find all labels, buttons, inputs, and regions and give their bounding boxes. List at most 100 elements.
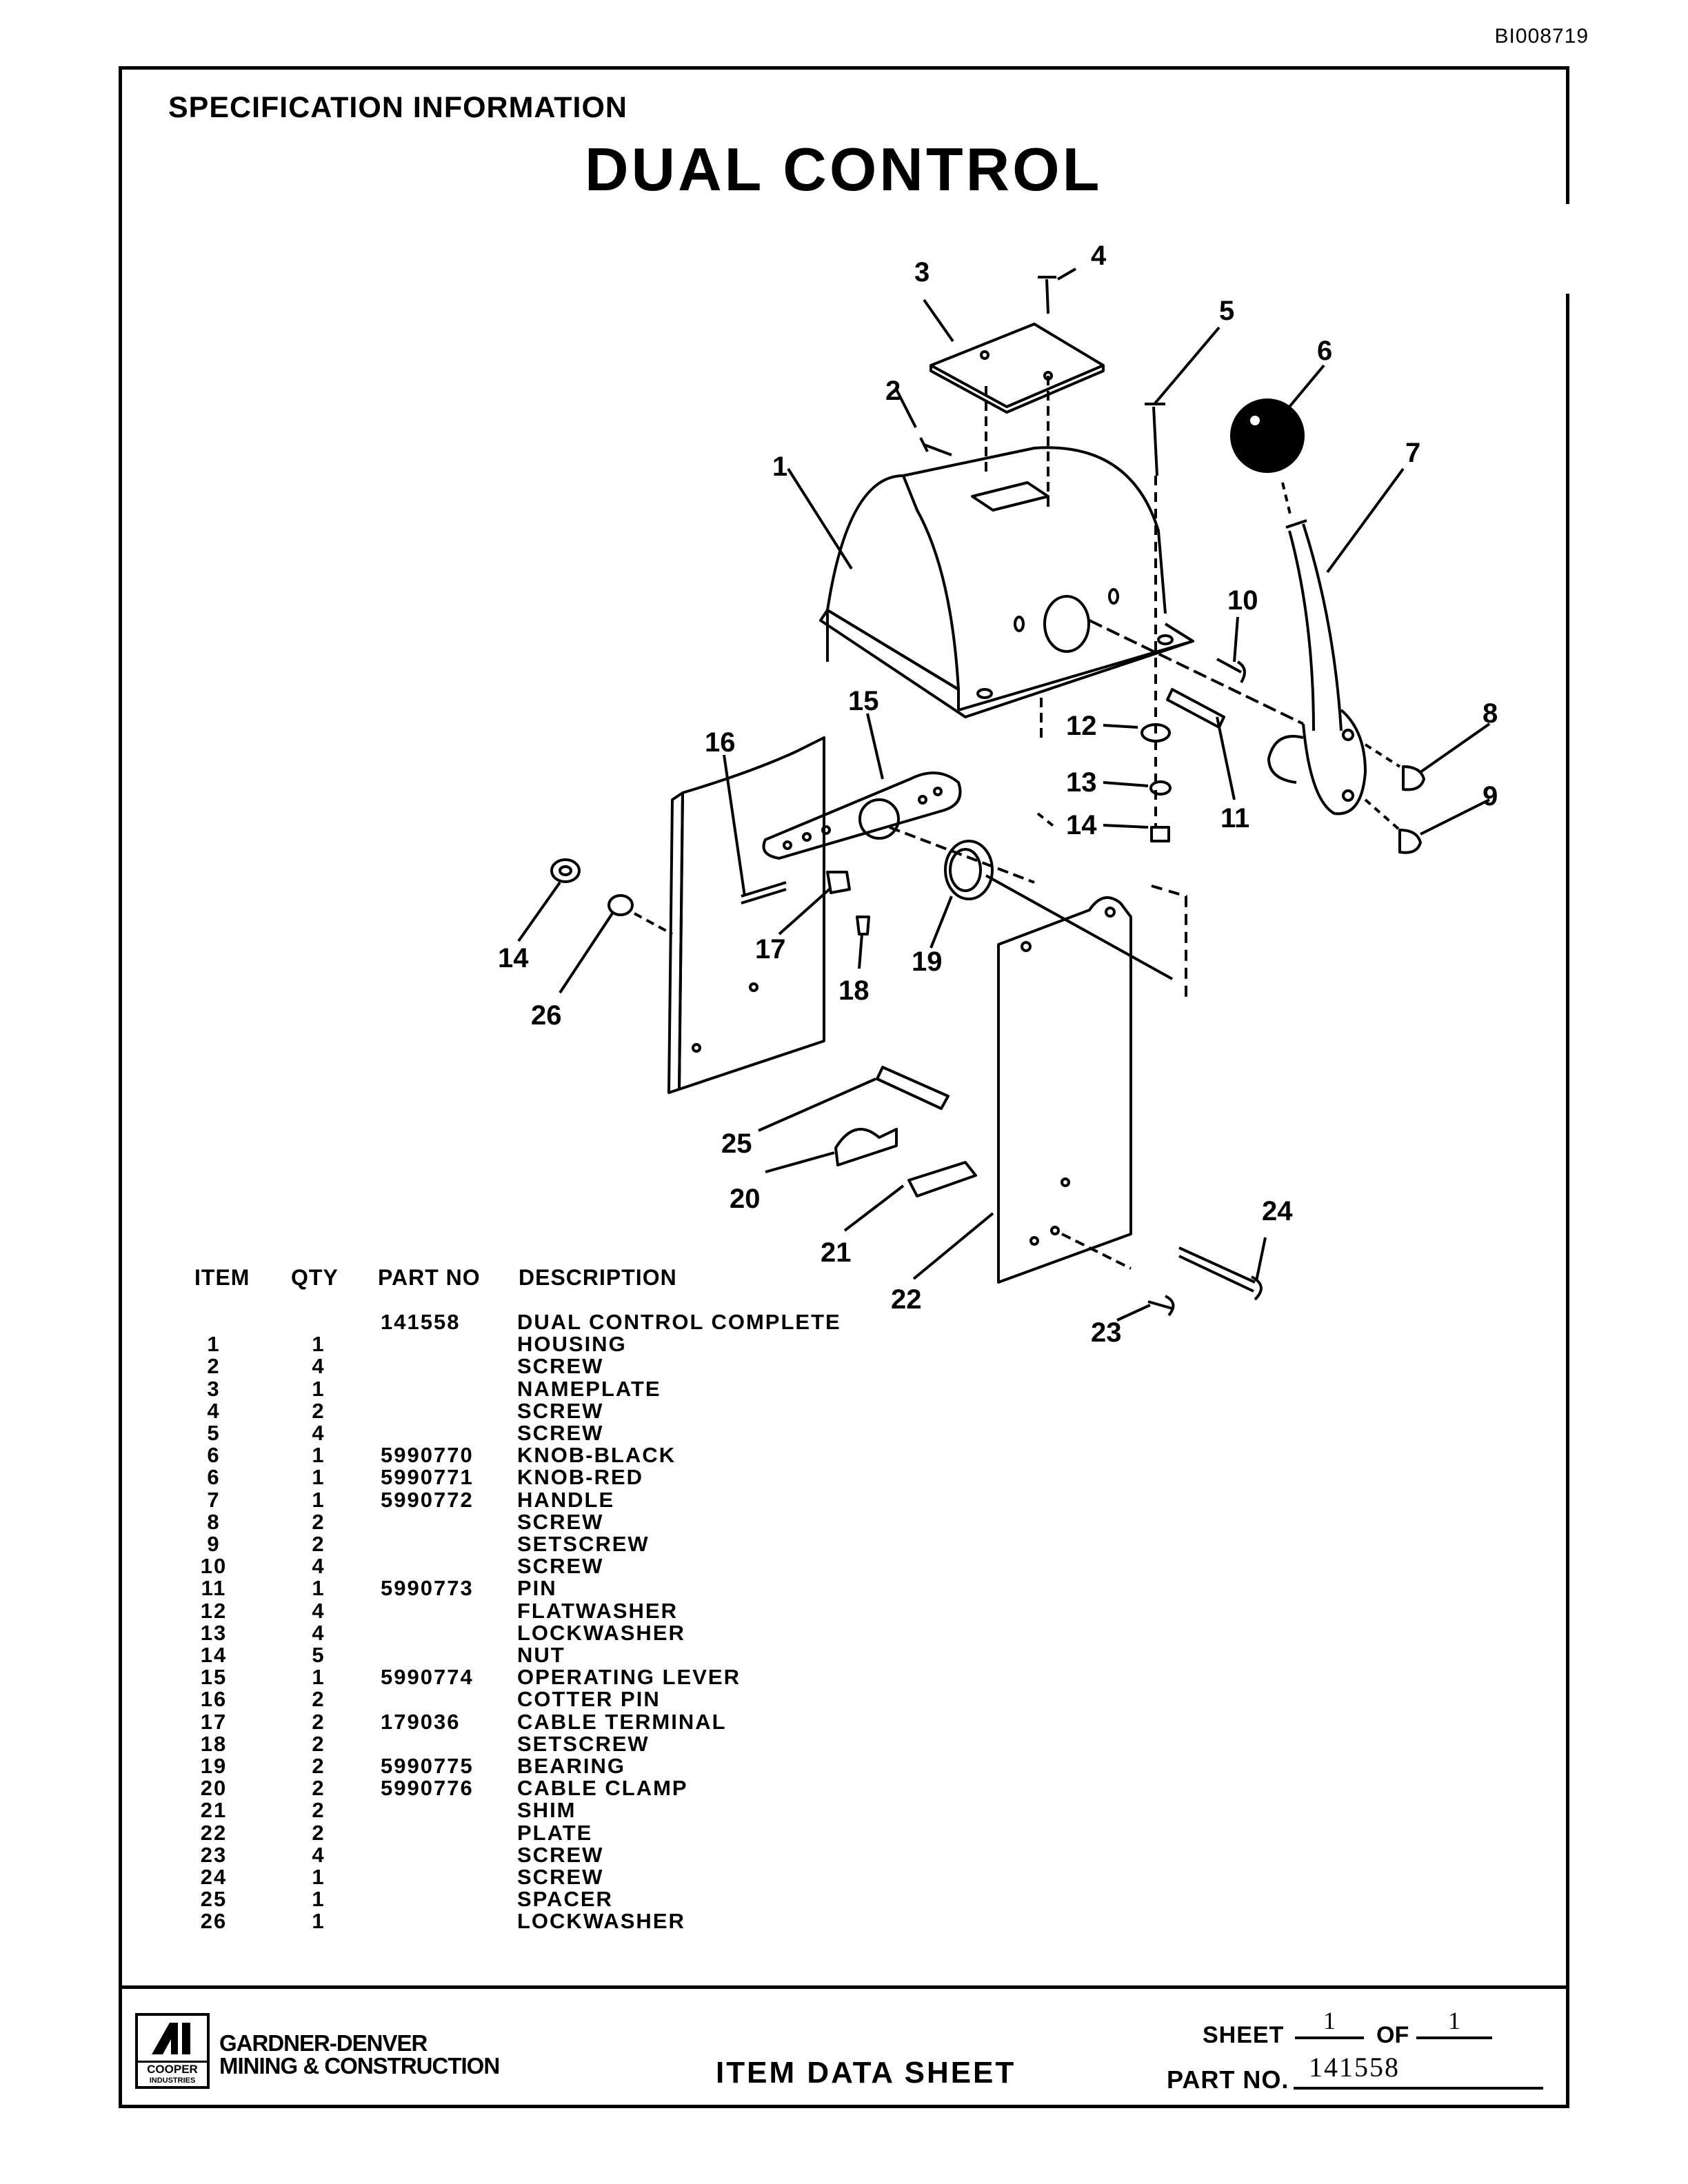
item-qty: 1	[312, 1377, 325, 1401]
item-number: 15	[200, 1665, 228, 1689]
callout-23: 23	[1091, 1317, 1122, 1348]
callout-26: 26	[531, 1000, 562, 1031]
item-part-no: 5990775	[381, 1754, 474, 1778]
item-description: SCREW	[517, 1554, 604, 1578]
page-frame	[119, 66, 1569, 2108]
item-part-no: 5990771	[381, 1465, 474, 1489]
part-no-label: PART NO.	[1167, 2065, 1289, 2094]
item-number: 19	[200, 1754, 228, 1778]
item-qty: 2	[312, 1510, 325, 1534]
item-description: OPERATING LEVER	[517, 1665, 741, 1689]
item-qty: 2	[312, 1687, 325, 1711]
item-number: 16	[200, 1687, 228, 1711]
section-heading: SPECIFICATION INFORMATION	[168, 91, 627, 124]
item-qty: 1	[312, 1576, 325, 1600]
item-number: 23	[200, 1843, 228, 1867]
item-description: SCREW	[517, 1421, 604, 1445]
callout-1: 1	[772, 452, 787, 482]
nameplate-part	[930, 323, 1105, 510]
item-description: KNOB-RED	[517, 1465, 644, 1489]
table-row: 3 1 NAMEPLATE	[0, 1378, 965, 1400]
item-number: 3	[207, 1377, 221, 1401]
col-header-qty: QTY	[291, 1265, 339, 1290]
item-description: NUT	[517, 1643, 565, 1667]
cooper-logo: COOPER INDUSTRIES	[135, 2013, 210, 2089]
callout-17: 17	[755, 934, 786, 964]
item-qty: 2	[312, 1532, 325, 1556]
item-qty: 2	[312, 1821, 325, 1845]
item-qty: 2	[312, 1710, 325, 1734]
item-number: 10	[200, 1554, 228, 1578]
item-qty: 4	[312, 1421, 325, 1445]
document-type: ITEM DATA SHEET	[716, 2056, 1016, 2090]
callout-18: 18	[838, 975, 870, 1006]
item-qty: 2	[312, 1399, 325, 1423]
item-part-no: 5990770	[381, 1443, 474, 1467]
callout-7: 7	[1405, 438, 1420, 468]
item-description: HANDLE	[517, 1488, 615, 1512]
callout-6: 6	[1317, 336, 1332, 366]
callout-13: 13	[1066, 767, 1097, 798]
company-division: MINING & CONSTRUCTION	[219, 2053, 500, 2079]
item-number: 2	[207, 1354, 221, 1378]
col-header-item: ITEM	[194, 1265, 250, 1290]
callout-22: 22	[891, 1284, 922, 1315]
table-row: 10 4 SCREW	[0, 1555, 965, 1577]
logo-mark	[138, 2016, 207, 2063]
assembly-part-no: 141558	[381, 1310, 461, 1334]
item-number: 12	[200, 1599, 228, 1623]
item-qty: 4	[312, 1599, 325, 1623]
item-description: SHIM	[517, 1798, 576, 1822]
item-qty: 1	[312, 1665, 325, 1689]
item-description: NAMEPLATE	[517, 1377, 661, 1401]
callout-4: 4	[1091, 241, 1107, 271]
item-description: LOCKWASHER	[517, 1909, 685, 1933]
document-id: BI008719	[1494, 25, 1589, 48]
col-header-part-no: PART NO	[378, 1265, 481, 1290]
item-description: SCREW	[517, 1354, 604, 1378]
operating-lever-part	[762, 771, 1035, 884]
callout-5: 5	[1219, 296, 1234, 326]
item-number: 26	[200, 1909, 228, 1933]
item-description: PLATE	[517, 1821, 593, 1845]
footer-divider	[119, 1985, 1569, 1989]
item-number: 20	[200, 1776, 228, 1800]
logo-text: COOPER	[147, 2063, 198, 2076]
item-description: PIN	[517, 1576, 557, 1600]
item-qty: 4	[312, 1554, 325, 1578]
housing-part	[819, 446, 1304, 725]
item-number: 22	[200, 1821, 228, 1845]
of-label: OF	[1376, 2022, 1409, 2048]
item-description: SETSCREW	[517, 1532, 650, 1556]
col-header-description: DESCRIPTION	[519, 1265, 677, 1290]
callout-10: 10	[1227, 585, 1258, 616]
logo-emblem-icon	[152, 2023, 190, 2054]
item-description: KNOB-BLACK	[517, 1443, 676, 1467]
item-description: SCREW	[517, 1843, 604, 1867]
item-qty: 4	[312, 1843, 325, 1867]
callout-3: 3	[914, 257, 930, 287]
item-qty: 1	[312, 1887, 325, 1911]
sheet-label: SHEET	[1203, 2022, 1285, 2048]
item-number: 1	[207, 1332, 221, 1356]
item-number: 6	[207, 1443, 221, 1467]
callout-25: 25	[721, 1129, 752, 1159]
item-qty: 2	[312, 1754, 325, 1778]
item-number: 21	[200, 1798, 228, 1822]
item-number: 18	[200, 1732, 228, 1756]
item-qty: 1	[312, 1332, 325, 1356]
item-qty: 4	[312, 1621, 325, 1645]
